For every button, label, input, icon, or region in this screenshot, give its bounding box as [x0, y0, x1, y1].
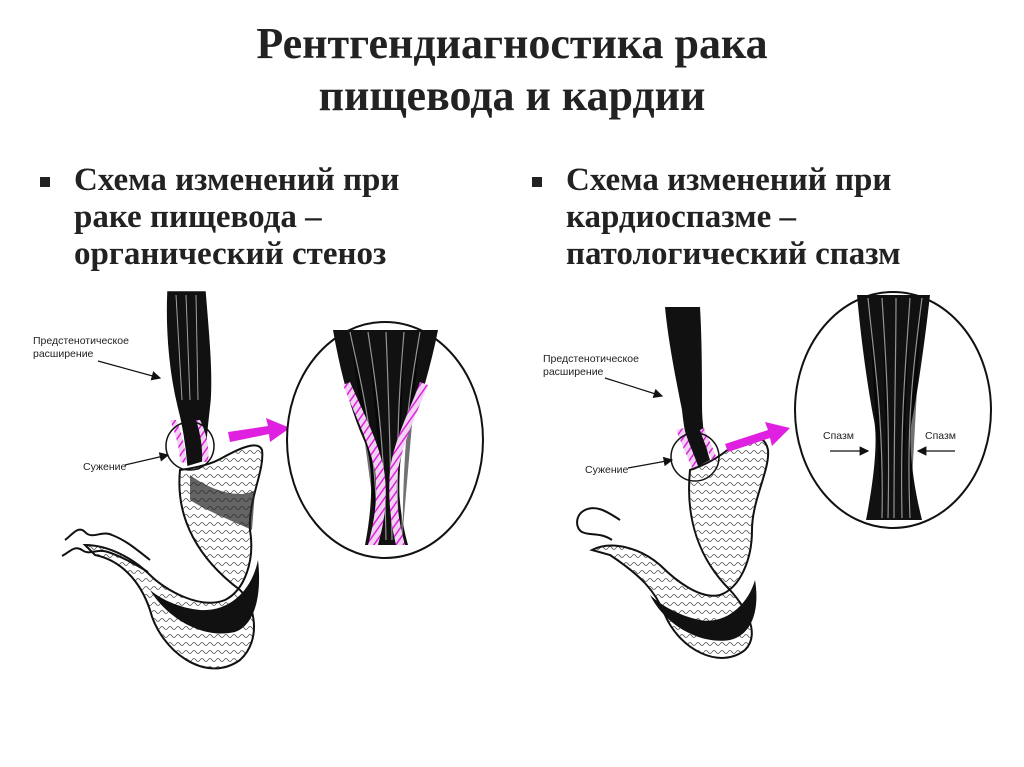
left-label-narrowing: Сужение	[83, 461, 126, 473]
right-label-dilation-2: расширение	[543, 366, 604, 378]
left-stomach-diagram: Предстенотическое расширение Сужение	[33, 292, 483, 668]
right-label-dilation-1: Предстенотическое	[543, 353, 639, 365]
right-dilation-pointer	[605, 378, 662, 396]
left-label-dilation-2: расширение	[33, 348, 94, 360]
left-narrowing-pointer	[125, 455, 168, 465]
right-label-spasm-left: Спазм	[823, 430, 854, 442]
left-zoom-arrow	[228, 418, 290, 442]
left-label-dilation-1: Предстенотическое	[33, 335, 129, 347]
right-stomach-diagram: Предстенотическое расширение Сужение Спа…	[543, 292, 991, 658]
right-narrowing-pointer	[628, 460, 672, 468]
left-dilation-pointer	[98, 361, 160, 378]
left-stomach-outline	[85, 445, 262, 668]
right-label-narrowing: Сужение	[585, 464, 628, 476]
right-label-spasm-right: Спазм	[925, 430, 956, 442]
right-duodenum	[577, 508, 620, 540]
